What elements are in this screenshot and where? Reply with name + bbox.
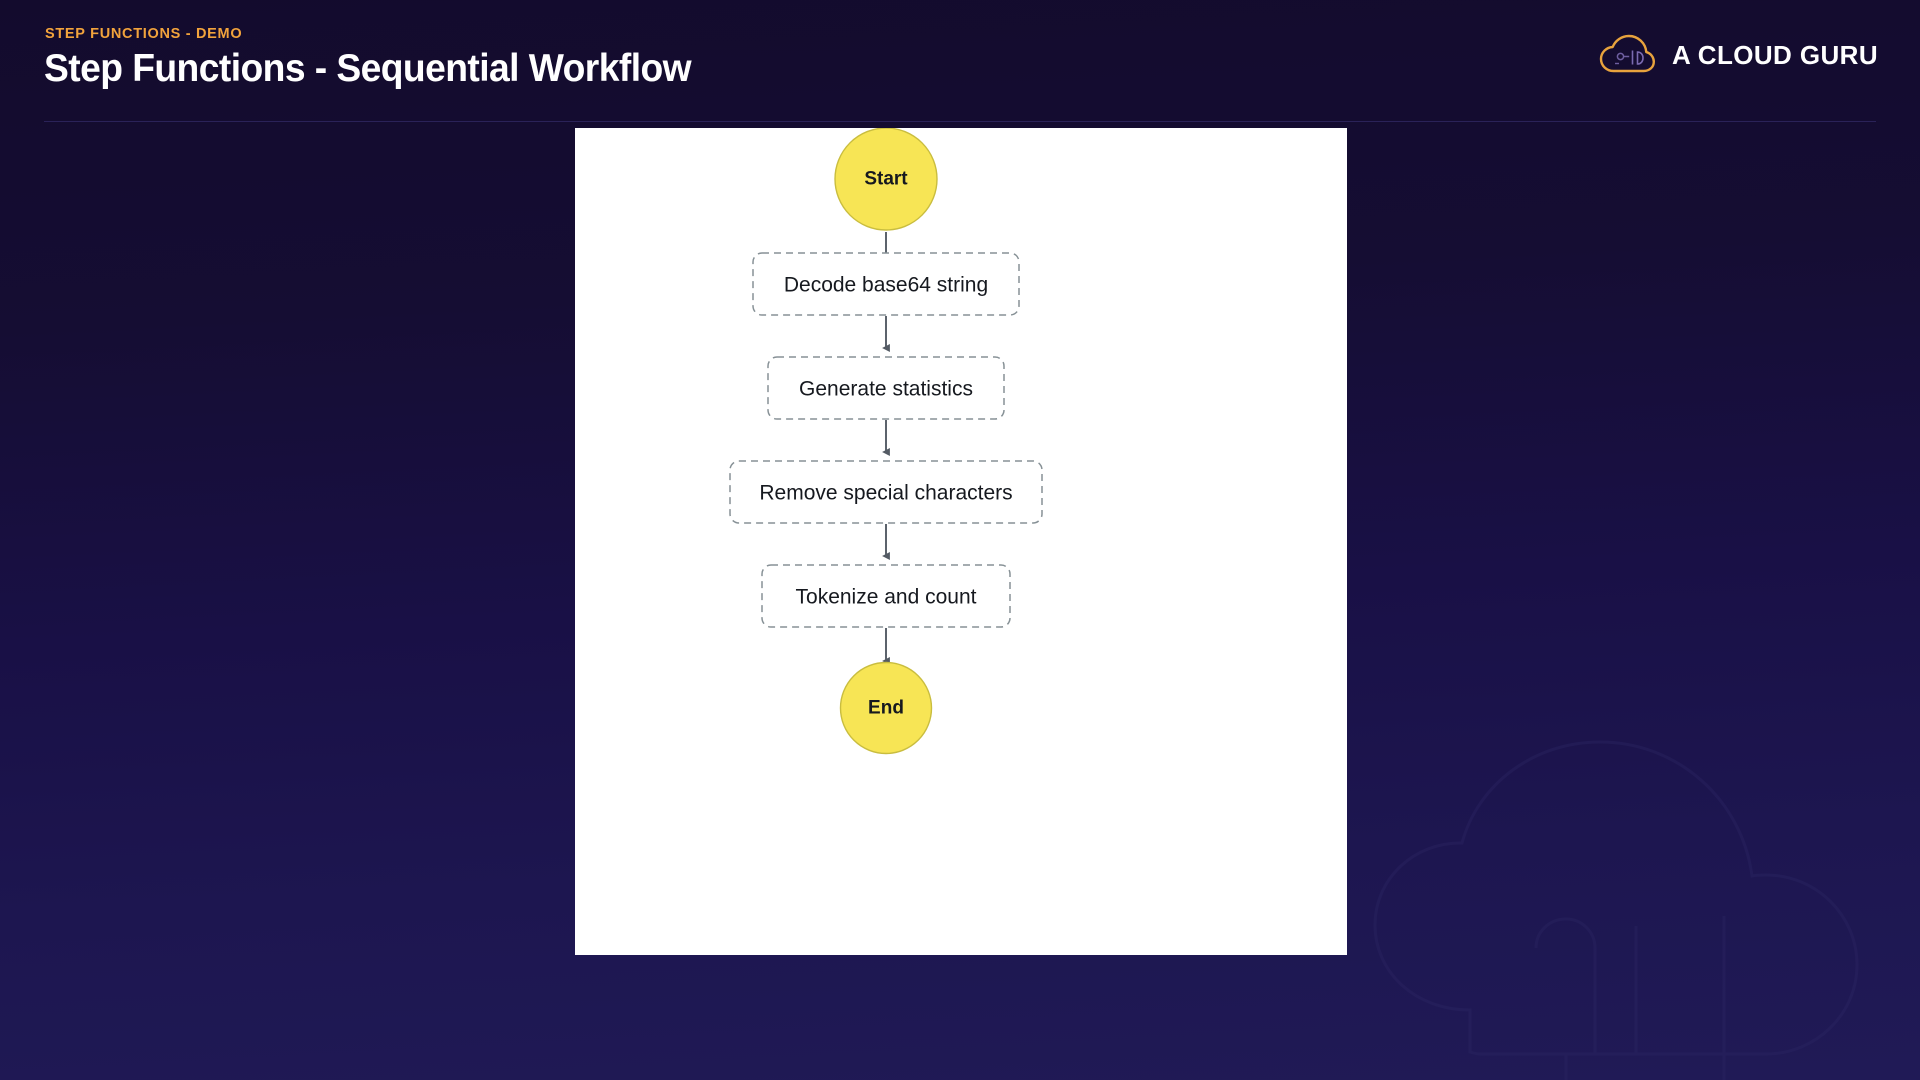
node-tokenize[interactable]: Tokenize and count: [761, 564, 1011, 628]
node-start-label: Start: [864, 169, 908, 190]
node-decode[interactable]: Decode base64 string: [752, 252, 1020, 316]
node-tokenize-label: Tokenize and count: [796, 586, 977, 609]
cloud-watermark-icon: [1320, 680, 1920, 1080]
node-end[interactable]: End: [839, 661, 933, 755]
brand: A CLOUD GURU: [1596, 33, 1878, 77]
slide-eyebrow: STEP FUNCTIONS - DEMO: [45, 26, 243, 42]
node-remove[interactable]: Remove special characters: [729, 460, 1043, 524]
workflow-panel: Start Decode base64 string Generate stat…: [575, 128, 1347, 955]
node-remove-label: Remove special characters: [759, 482, 1012, 505]
node-statistics[interactable]: Generate statistics: [767, 356, 1005, 420]
slide-header: STEP FUNCTIONS - DEMO Step Functions - S…: [0, 0, 1920, 128]
node-end-label: End: [868, 698, 904, 719]
page-title: Step Functions - Sequential Workflow: [44, 47, 692, 90]
node-statistics-label: Generate statistics: [799, 378, 973, 401]
cloud-guru-logo-icon: [1596, 33, 1658, 77]
header-divider: [44, 121, 1876, 122]
node-decode-label: Decode base64 string: [784, 274, 988, 297]
brand-name: A CLOUD GURU: [1671, 39, 1878, 70]
node-start[interactable]: Start: [834, 128, 938, 231]
workflow-diagram: Start Decode base64 string Generate stat…: [575, 128, 1347, 955]
